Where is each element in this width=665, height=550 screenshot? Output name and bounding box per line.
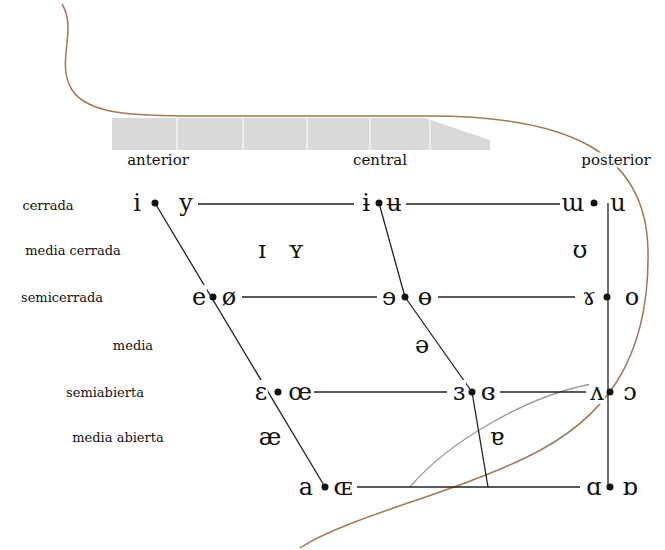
- vowel-symbol: ʉ: [385, 191, 402, 215]
- tongue-outline: [62, 4, 648, 548]
- vowel-symbol: ʌ: [589, 380, 605, 404]
- vowel-symbol: ɛ: [254, 380, 268, 404]
- palate-divisions: [177, 118, 430, 150]
- vowel-dots: [152, 200, 614, 491]
- column-header: central: [352, 153, 408, 168]
- row-label: media abierta: [71, 431, 165, 444]
- row-label: media: [112, 339, 154, 352]
- vowel-symbol: ɜ: [452, 380, 466, 404]
- vowel-symbol: æ: [258, 425, 283, 449]
- row-label: media cerrada: [24, 244, 122, 257]
- vowel-symbol: ɘ: [381, 285, 397, 309]
- palate-band: [112, 118, 490, 150]
- vowel-symbol: ɑ: [585, 475, 602, 499]
- vowel-symbol: ɯ: [561, 191, 586, 215]
- vowel-symbol: ʊ: [572, 238, 589, 262]
- vowel-symbol: ʏ: [287, 238, 305, 262]
- vowel-symbol: ɨ: [361, 191, 371, 215]
- vowel-symbol: y: [178, 191, 194, 215]
- vowel-symbol: ɔ: [622, 380, 637, 404]
- row-label: semiabierta: [65, 386, 145, 399]
- vowel-symbol: ø: [221, 285, 237, 309]
- row-label: semicerrada: [20, 291, 104, 304]
- vowel-symbol: ɤ: [581, 285, 597, 309]
- grey-curve: [410, 384, 592, 487]
- vowel-symbol: ɞ: [480, 380, 497, 404]
- vowel-symbol: ɒ: [621, 475, 638, 499]
- vowel-symbol: a: [298, 475, 314, 499]
- vowel-symbol: ə: [414, 333, 430, 357]
- column-header: posterior: [580, 153, 651, 168]
- vowel-symbol: ɐ: [489, 425, 505, 449]
- row-label: cerrada: [21, 199, 74, 212]
- chart-lines: [155, 203, 608, 487]
- vowel-symbol: i: [132, 191, 142, 215]
- vowel-symbol: ɵ: [417, 285, 433, 309]
- vowel-symbol: ɶ: [333, 475, 354, 499]
- vowel-symbol: o: [624, 285, 640, 309]
- column-header: anterior: [126, 153, 190, 168]
- vowel-symbol: œ: [287, 380, 313, 404]
- vowel-symbol: ɪ: [257, 238, 267, 262]
- vowel-symbol: u: [609, 191, 626, 215]
- vowel-symbol: e: [191, 285, 207, 309]
